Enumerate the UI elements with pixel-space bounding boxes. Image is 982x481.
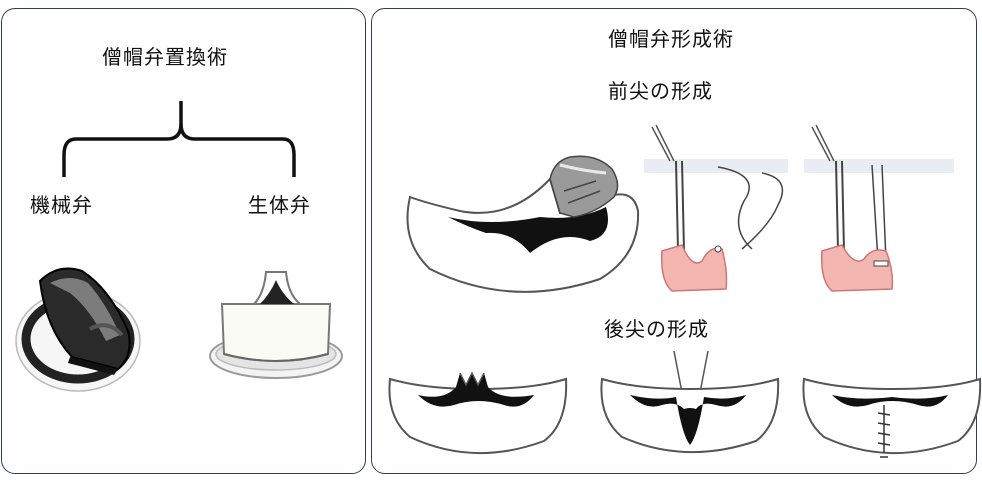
anterior-leaflet-heading: 前尖の形成 <box>608 79 713 103</box>
bioprosthetic-valve-label: 生体弁 <box>248 193 311 217</box>
repair-panel: 僧帽弁形成術 前尖の形成 後尖の形成 <box>371 8 982 474</box>
replacement-title: 僧帽弁置換術 <box>102 45 228 69</box>
posterior-sutured-valve-icon <box>802 377 982 458</box>
replacement-panel: 僧帽弁置換術 機械弁 生体弁 <box>1 8 366 474</box>
mechanical-valve-icon <box>15 267 141 392</box>
posterior-prolapse-valve-icon <box>388 371 568 454</box>
posterior-leaflet-heading: 後尖の形成 <box>604 317 709 341</box>
bracket-icon <box>62 101 296 177</box>
mechanical-valve-label: 機械弁 <box>30 193 93 217</box>
artificial-chordae-icon <box>804 124 954 292</box>
bioprosthetic-valve-icon <box>209 271 343 379</box>
chordae-rupture-icon <box>644 124 788 292</box>
posterior-resection-valve-icon <box>600 350 780 453</box>
repair-title: 僧帽弁形成術 <box>608 27 734 51</box>
prolapsed-anterior-valve-icon <box>406 155 640 293</box>
